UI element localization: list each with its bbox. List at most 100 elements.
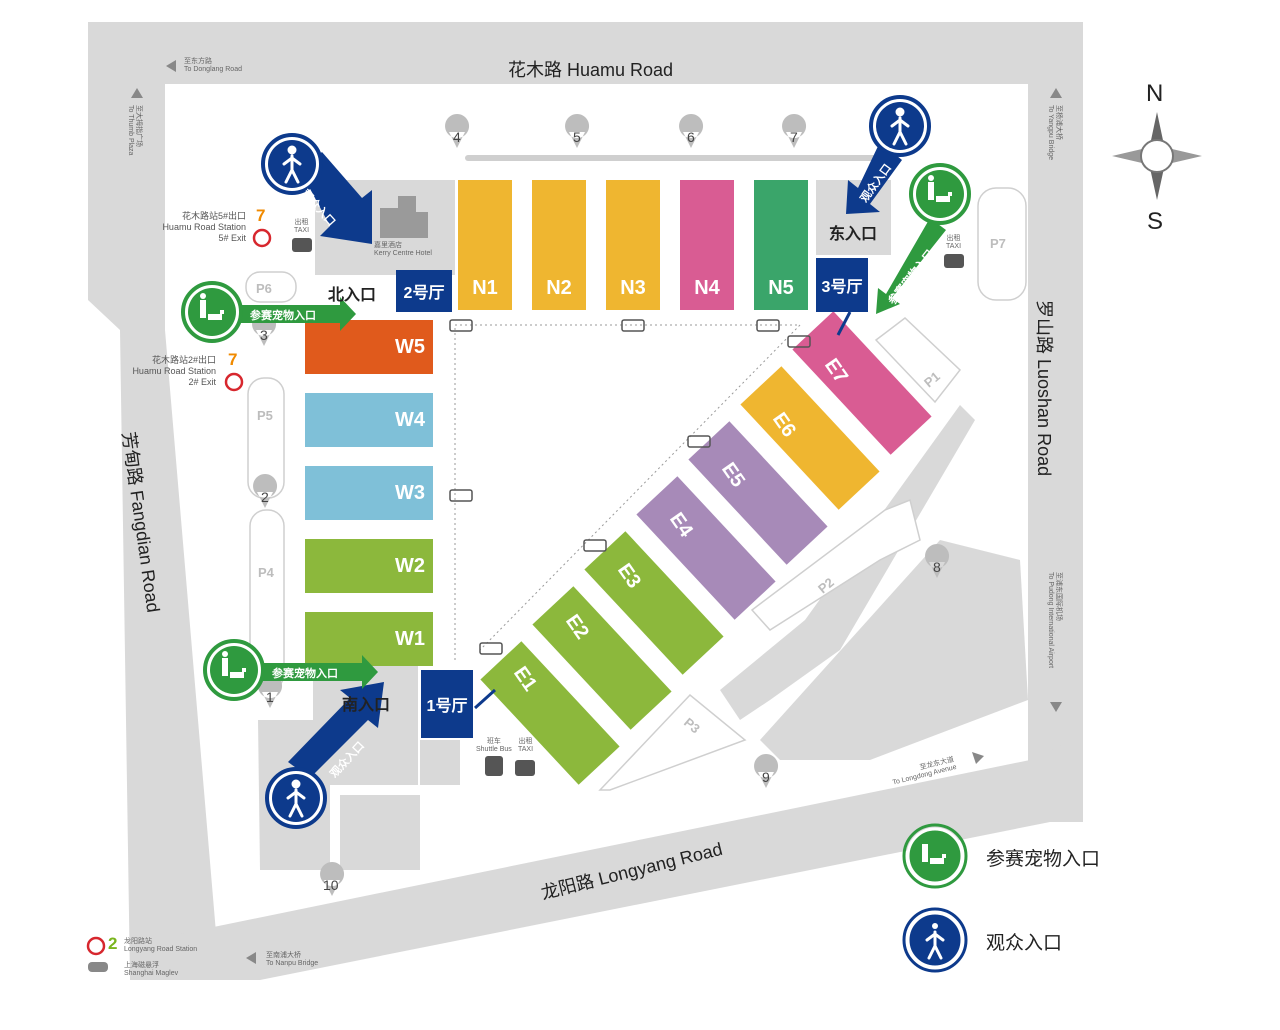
pet-arrows [181,163,971,701]
metro-line7-a: 7 [256,206,266,225]
parking-label-p7: P7 [990,236,1006,251]
luoshan-road [1028,22,1083,822]
legend-pet-label: 参赛宠物入口 [986,849,1101,870]
metro-line2: 2 [108,934,118,953]
pet-head-east [928,175,934,181]
hall-n5-shape [754,180,808,310]
hall-w5[interactable]: W5 [395,335,425,358]
station-longyang-en: Longyang Road Station [124,946,198,953]
pet-glyphs [200,175,952,678]
legend-icons [902,823,968,973]
entrance-east: 东入口 [829,226,878,243]
taxi-icon-east [944,254,964,268]
pet-arrow-north [238,297,356,331]
legend-pet-ring [902,823,968,889]
gate-pin-8 [925,544,950,578]
gate-5: 5 [573,129,581,145]
entrance-north: 北入口 [328,287,377,304]
taxi-label-east-en: TAXI [946,243,962,250]
hall-n4[interactable]: N4 [694,276,720,299]
gate-2: 2 [261,489,269,505]
hall-w4[interactable]: W4 [395,408,425,431]
pet-head-south [222,651,228,657]
hall-n1-shape [458,180,512,310]
hotel-label-cn: 嘉里酒店 [374,242,402,249]
gate-7: 7 [790,129,798,145]
bus-icon-4 [787,335,811,348]
pet-icon-north-fill [188,288,236,336]
gate-pin-10 [320,862,345,896]
hall-w1[interactable]: W1 [395,627,425,650]
legend-visitor-ring [902,907,968,973]
parking-areas [245,187,1027,791]
station-huamu5-cn: 花木路站5#出口 [181,211,246,221]
direction-arrows [131,60,1062,964]
station-longyang-cn: 龙阳路站 [124,938,152,945]
dir-thumb-cn: 至大拇指广场 [135,105,142,147]
compass-north: N [1146,80,1164,107]
east-hall-shapes [480,311,932,785]
south-strip [420,740,460,785]
hall-w3[interactable]: W3 [395,481,425,504]
taxi-label-south-cn: 出租 [518,738,533,745]
station-huamu2-cn: 花木路站2#出口 [151,355,216,365]
gate-1: 1 [266,689,274,705]
hall-e3-shape [584,531,724,675]
compass-arrow-s [1150,168,1164,200]
maglev-icon [88,962,108,972]
hall-n3[interactable]: N3 [620,276,646,299]
connectors [473,311,852,710]
bus-icon-5 [687,435,711,448]
hall-n1[interactable]: N1 [472,276,498,299]
parking-p3 [598,693,747,791]
station-huamu2-exit: 2# Exit [188,377,216,387]
gate-6: 6 [687,129,695,145]
station-maglev-cn: 上海磁悬浮 [124,962,159,969]
hall-n5[interactable]: N5 [768,276,794,299]
hall-1[interactable]: 1号厅 [421,670,473,738]
compass-center [1140,139,1174,173]
parking-p1 [874,317,962,404]
metro-line7-b: 7 [228,350,238,369]
hall-n2[interactable]: N2 [546,276,572,299]
station-huamu5-exit: 5# Exit [218,233,246,243]
legend-pet-glyph [922,844,946,864]
gate-3: 3 [260,327,268,343]
dir-pudong-cn: 至浦东国际机场 [1055,572,1062,621]
parking-p2 [750,498,921,631]
hotel-block [340,795,420,870]
arrow-to-nanpu [246,952,256,964]
parking-label-p4: P4 [258,565,274,580]
walker-head-sw [291,779,301,789]
hall-w2[interactable]: W2 [395,554,425,577]
fangdian-road [88,22,220,980]
arrow-to-donglang [166,60,176,72]
hall-n2-shape [532,180,586,310]
taxi-label-south-en: TAXI [518,746,534,753]
longyang-road [130,735,1083,980]
huamu-road [88,22,1083,84]
hall-2[interactable]: 2号厅 [396,270,452,312]
hotel-building-right [416,212,428,238]
dir-nanpu-cn: 至南浦大桥 [266,952,301,959]
arrow-to-yangpu [1050,88,1062,98]
walker-glyph-nw [282,154,302,184]
dir-yangpu-en: To Yangpu Bridge [1047,105,1054,161]
station-huamu2-en: Huamu Road Station [132,366,216,376]
pet-icon-east-fill [916,170,964,218]
gate-pin-1 [258,674,283,708]
connector-h3 [836,311,852,336]
shuttle-label-cn: 班车 [486,738,501,745]
parking-p7 [977,187,1027,301]
hall-3[interactable]: 3号厅 [816,258,868,312]
compass-arrow-n [1150,112,1164,145]
arrow-to-pudong [1050,702,1062,712]
metro-badges [86,228,272,972]
gate-pin-6 [679,114,704,148]
bus-icon-south [485,756,503,776]
